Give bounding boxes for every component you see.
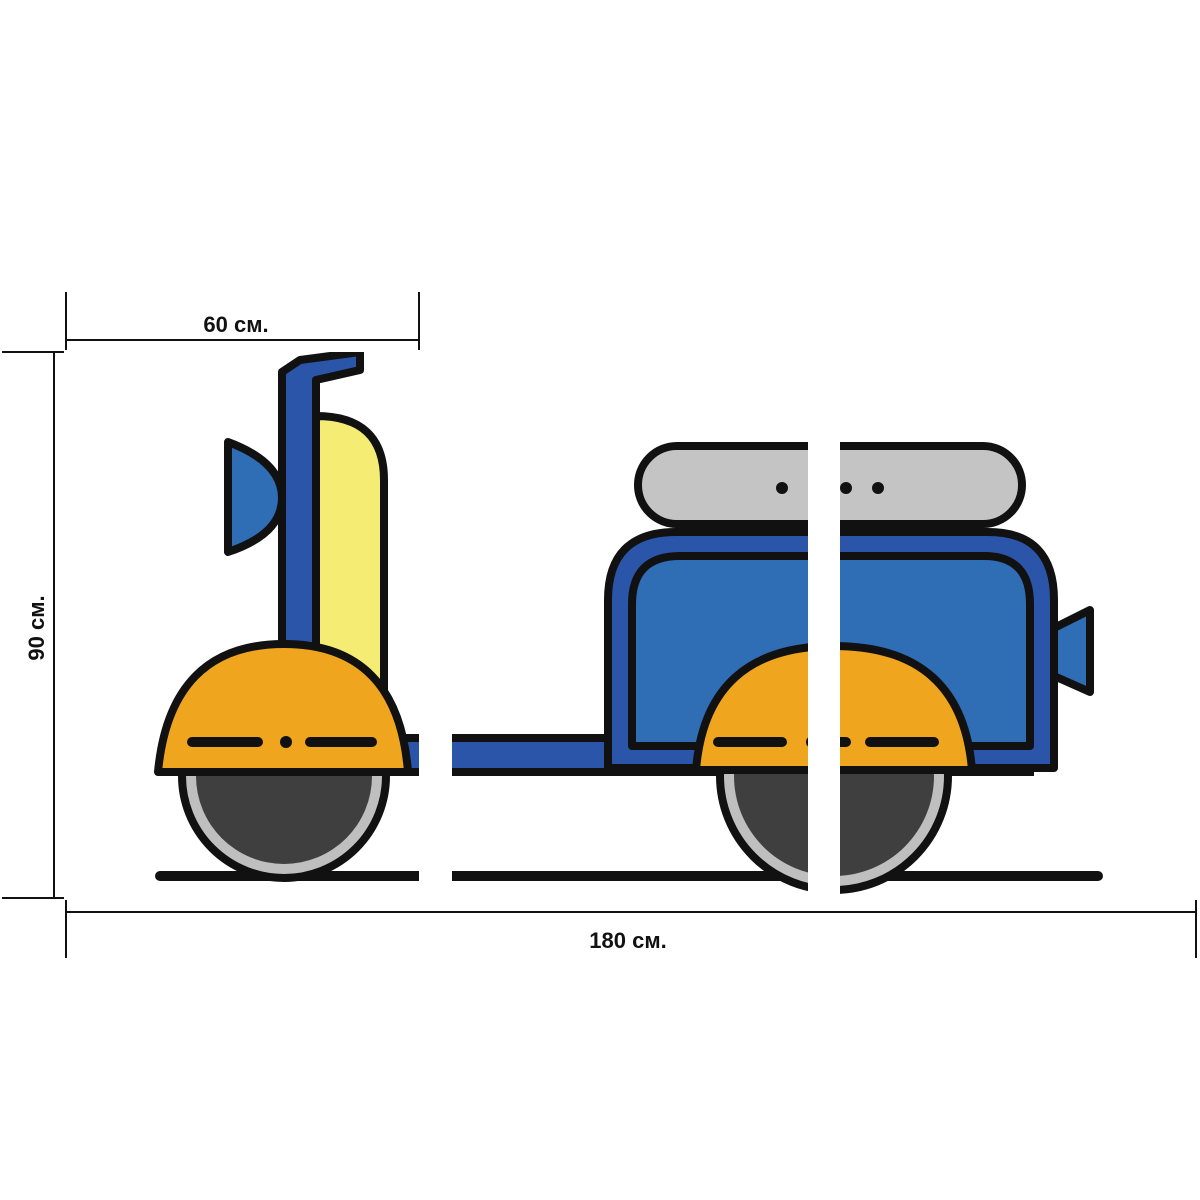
total-width-label: 180 см.: [589, 928, 666, 953]
panel-width-dimension: 60 см.: [65, 292, 420, 350]
canvas-panel-right: [840, 352, 1196, 900]
canvas-panel-middle: [452, 352, 808, 900]
height-label: 90 см.: [24, 595, 49, 660]
height-dimension: 90 см.: [2, 351, 64, 899]
panel-width-label: 60 см.: [203, 312, 268, 337]
canvas-panel-left: [63, 352, 419, 900]
total-width-dimension: 180 см.: [65, 900, 1197, 958]
